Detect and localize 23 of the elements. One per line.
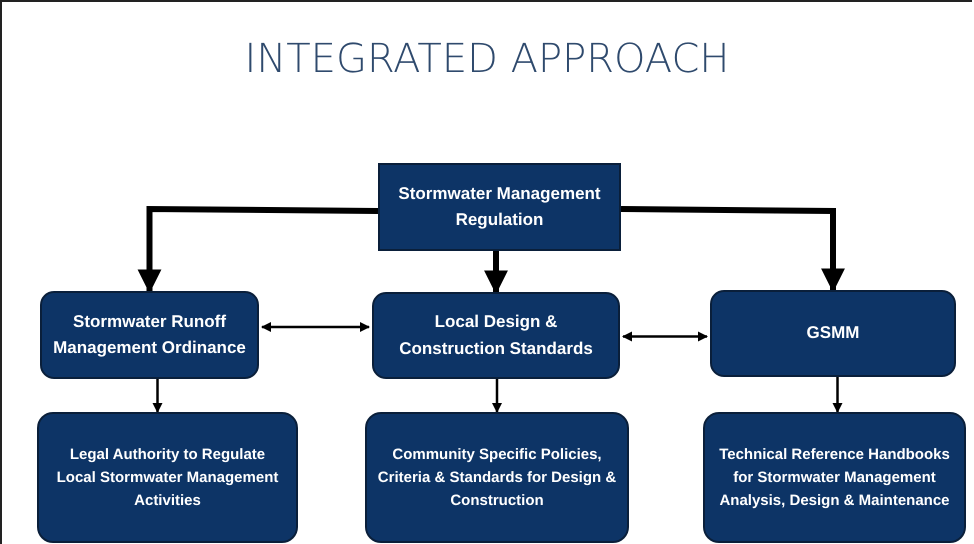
arrow bbox=[261, 322, 370, 332]
arrow bbox=[492, 379, 502, 413]
process-box bbox=[40, 291, 259, 379]
title: INTEGRATED APPROACH bbox=[244, 36, 730, 82]
box-label: GSMM bbox=[806, 322, 860, 344]
process-box bbox=[710, 290, 956, 377]
box-label: Community Specific Policies, Criteria & Standards for Design & Construction bbox=[377, 444, 617, 512]
arrow bbox=[484, 251, 508, 294]
arrow bbox=[138, 206, 378, 294]
process-box bbox=[703, 412, 966, 543]
box-label: Stormwater Runoff Management Ordinance bbox=[52, 310, 247, 359]
arrow bbox=[622, 332, 708, 342]
process-box bbox=[378, 163, 621, 251]
arrow bbox=[620, 206, 845, 292]
box-label: Local Design & Construction Standards bbox=[398, 311, 594, 360]
arrow bbox=[832, 377, 842, 413]
box-label: Stormwater Management Regulation bbox=[397, 182, 602, 231]
process-box bbox=[372, 292, 620, 379]
box-label: Legal Authority to Regulate Local Stormwater Management Activities bbox=[56, 444, 280, 512]
box-label: Technical Reference Handbooks for Stormwater Management Analysis, Design & Maintenance bbox=[718, 444, 951, 512]
arrow bbox=[152, 379, 162, 413]
process-box bbox=[365, 412, 629, 543]
process-box bbox=[37, 412, 298, 543]
